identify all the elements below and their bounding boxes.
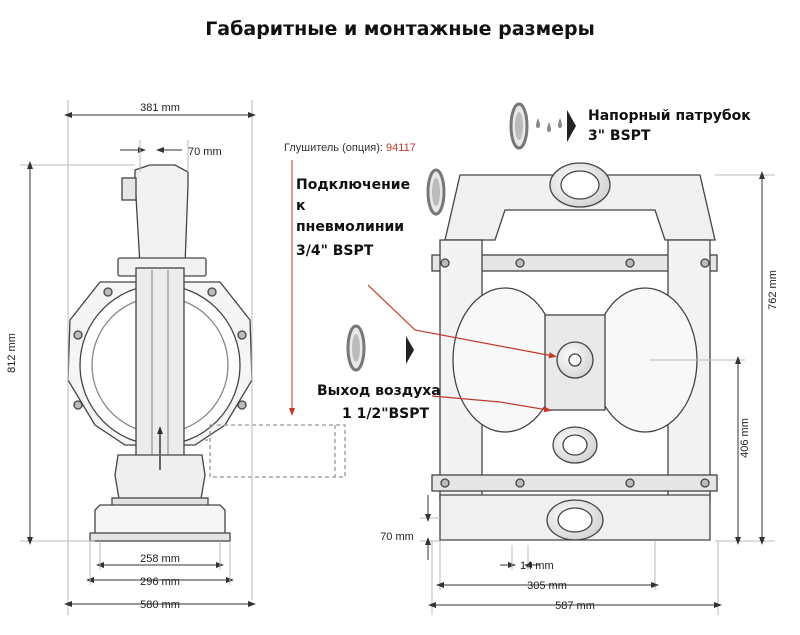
callout-leaders: [367, 284, 557, 413]
exhaust-callout-line1: Выход воздуха: [317, 383, 441, 399]
exhaust-callout-line2: 1 1/2"BSPT: [342, 406, 430, 422]
muffler-code: 94117: [386, 142, 416, 154]
front-dimensions: [420, 171, 775, 615]
dim-296: 296 mm: [140, 576, 180, 588]
dim-258: 258 mm: [140, 553, 180, 565]
air-callout-line2: к: [296, 198, 306, 214]
discharge-port-icon: [509, 102, 576, 150]
page-title: Габаритные и монтажные размеры: [205, 18, 595, 40]
dim-580: 580 mm: [140, 599, 180, 611]
dim-70-front: 70 mm: [380, 531, 414, 543]
side-view: [67, 164, 346, 542]
discharge-callout-line1: Напорный патрубок: [588, 108, 751, 124]
dim-70-top: 70 mm: [188, 146, 222, 158]
discharge-callout-line2: 3" BSPT: [588, 128, 651, 144]
dim-812: 812 mm: [6, 333, 18, 373]
side-dimensions: [20, 100, 256, 615]
dim-14: 14 mm: [520, 560, 554, 572]
dim-406: 406 mm: [739, 418, 751, 458]
air-inlet-port-icon: [426, 168, 446, 216]
front-view: [431, 162, 718, 541]
air-callout-line3: пневмолинии: [296, 219, 404, 235]
air-callout-line4: 3/4" BSPT: [296, 243, 374, 259]
air-callout-line1: Подключение: [296, 177, 410, 193]
dim-381: 381 mm: [140, 102, 180, 114]
muffler-label: Глушитель (опция): 94117: [284, 142, 416, 154]
muffler-label-text: Глушитель (опция):: [284, 142, 383, 154]
air-exhaust-port-icon: [346, 324, 414, 372]
dim-762: 762 mm: [767, 270, 779, 310]
dim-587: 587 mm: [555, 600, 595, 612]
dim-305: 305 mm: [527, 580, 567, 592]
